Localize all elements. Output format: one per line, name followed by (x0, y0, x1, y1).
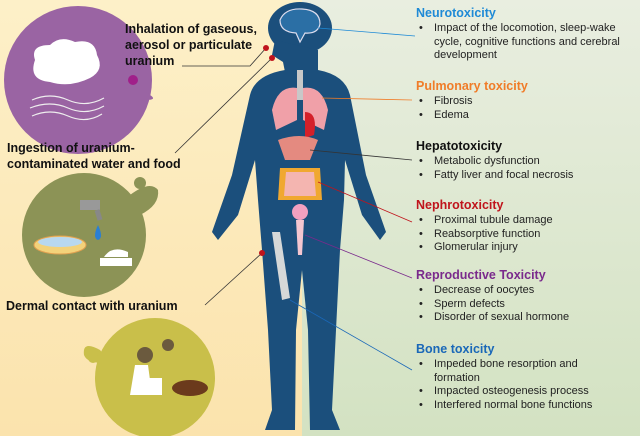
section-title: Pulmonary toxicity (416, 79, 528, 93)
dermal-illustration (83, 318, 215, 436)
effect-item: Impacted osteogenesis process (416, 385, 626, 399)
effect-item: Disorder of sexual hormone (416, 311, 569, 325)
effect-item: Metabolic dysfunction (416, 155, 573, 169)
effect-item: Fibrosis (416, 95, 528, 109)
section-title: Bone toxicity (416, 342, 495, 356)
section-title: Hepatotoxicity (416, 139, 503, 153)
dermal-route-label: Dermal contact with uranium (6, 299, 178, 313)
bone-section: Bone toxicity Impeded bone resorption an… (416, 342, 626, 412)
effect-item: Edema (416, 109, 528, 123)
effect-item: Impeded bone resorption and formation (416, 358, 626, 385)
pulmonary-section: Pulmonary toxicity FibrosisEdema (416, 79, 528, 122)
effect-item: Impact of the locomotion, sleep-wake cyc… (416, 22, 636, 63)
ingestion-illustration (22, 173, 159, 297)
effect-item: Reabsorptive function (416, 228, 553, 242)
hepatotoxicity-section: Hepatotoxicity Metabolic dysfunctionFatt… (416, 139, 573, 182)
effect-item: Proximal tubule damage (416, 214, 553, 228)
effect-item: Fatty liver and focal necrosis (416, 169, 573, 183)
effect-item: Decrease of oocytes (416, 284, 569, 298)
neurotoxicity-section: Neurotoxicity Impact of the locomotion, … (416, 6, 636, 63)
section-title: Neurotoxicity (416, 6, 496, 20)
effect-pointers (289, 27, 416, 371)
reproductive-section: Reproductive Toxicity Decrease of oocyte… (416, 268, 569, 325)
inhalation-route-label: Inhalation of gaseous, aerosol or partic… (125, 22, 257, 68)
section-title: Reproductive Toxicity (416, 268, 546, 282)
inhalation-illustration (4, 6, 154, 154)
organs (272, 70, 328, 300)
ingestion-route-label: Ingestion of uranium-contaminated water … (7, 141, 181, 171)
route-pointers (174, 47, 273, 306)
effect-item: Sperm defects (416, 298, 569, 312)
effect-item: Interfered normal bone functions (416, 399, 626, 413)
nephrotoxicity-section: Nephrotoxicity Proximal tubule damageRea… (416, 198, 553, 255)
brain (279, 8, 321, 44)
section-title: Nephrotoxicity (416, 198, 504, 212)
effect-item: Glomerular injury (416, 241, 553, 255)
